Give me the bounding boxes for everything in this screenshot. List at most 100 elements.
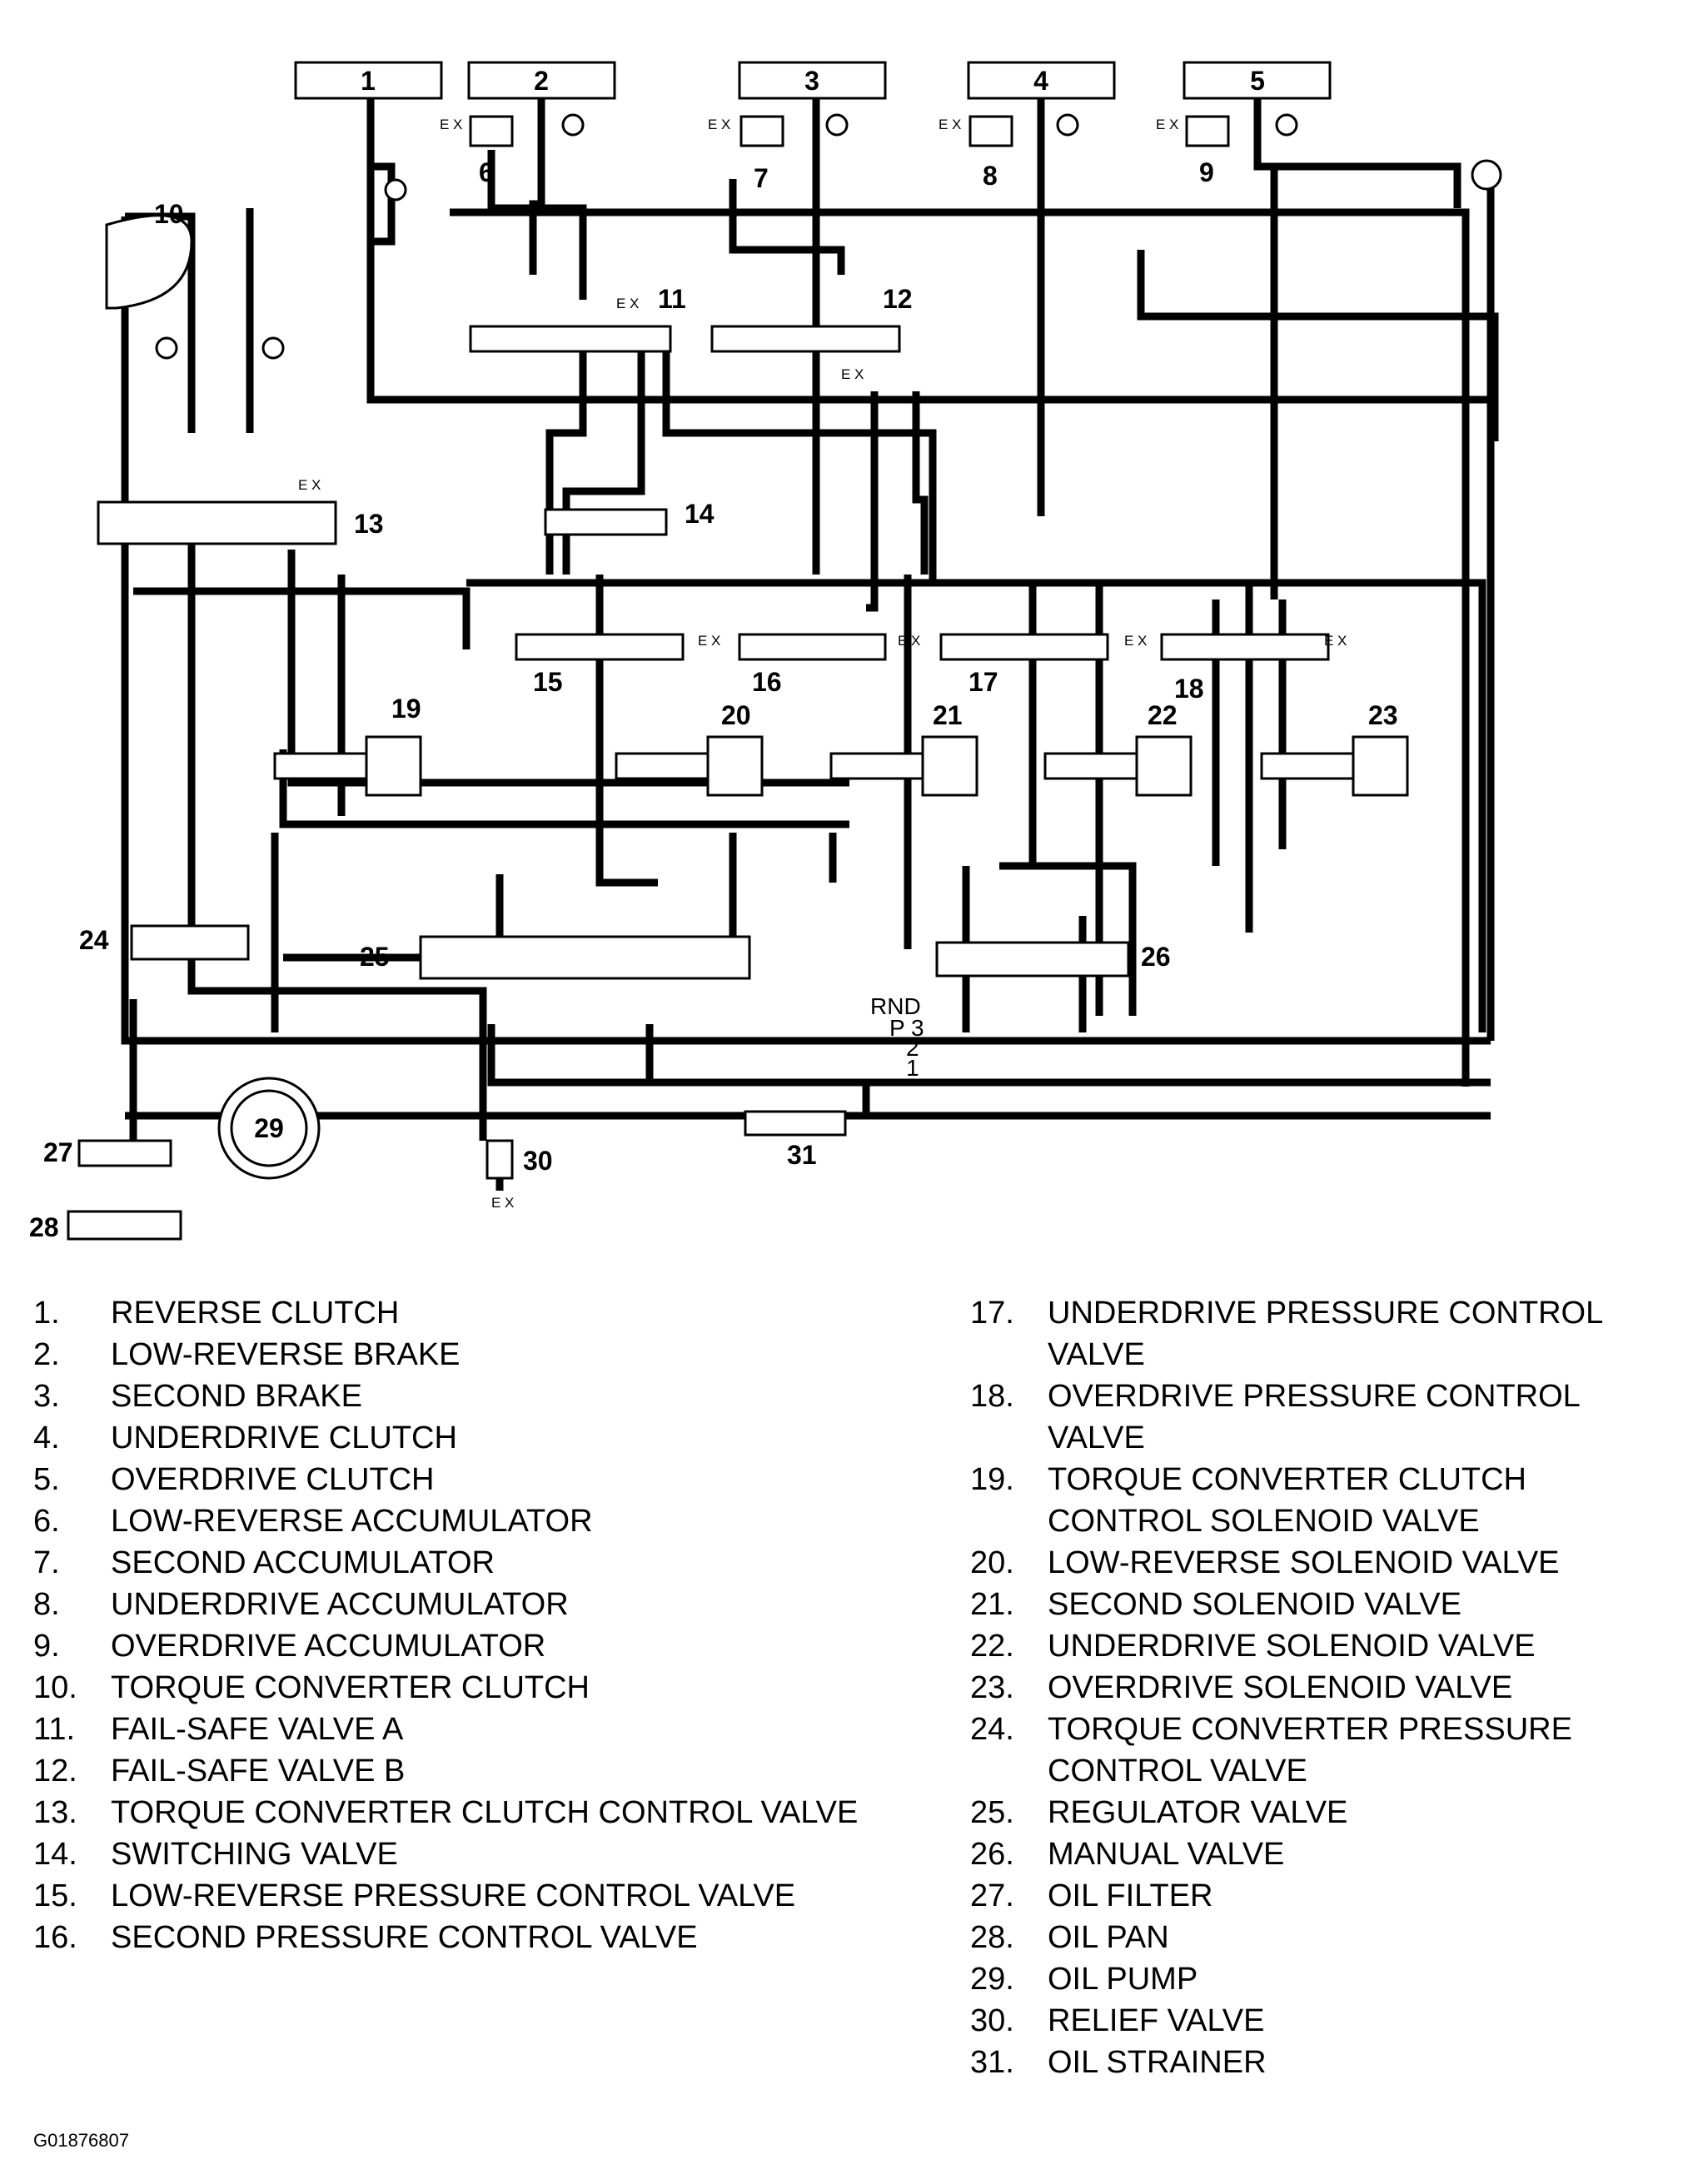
regulator-valve: 25 <box>360 935 751 980</box>
legend-item: 14. SWITCHING VALVE <box>33 1833 941 1875</box>
label-23: 23 <box>1368 700 1398 730</box>
hydraulic-circuit-diagram: 1 2 3 4 5 E X 6 E X 7 <box>29 61 1502 1242</box>
label-13: 13 <box>354 509 384 539</box>
legend-item-number: 21. <box>970 1587 1014 1622</box>
legend-item-text: OVERDRIVE PRESSURE CONTROL VALVE <box>1048 1379 1580 1455</box>
low-reverse-accumulator: E X 6 <box>440 113 585 187</box>
legend-item: 10.TORQUE CONVERTER CLUTCH <box>33 1667 941 1709</box>
legend-item-number: 4. <box>33 1420 60 1455</box>
legend-item-number: 6. <box>33 1504 60 1539</box>
legend-item: 17.UNDERDRIVE PRESSURE CONTROL VALVE <box>970 1292 1678 1376</box>
legend-item-text: LOW-REVERSE ACCUMULATOR <box>111 1504 593 1539</box>
legend-item: 9.OVERDRIVE ACCUMULATOR <box>33 1625 941 1667</box>
legend-item: 21. SECOND SOLENOID VALVE <box>970 1584 1678 1625</box>
legend-item-text: SECOND PRESSURE CONTROL VALVE <box>111 1920 698 1955</box>
legend-item-number: 18. <box>970 1379 1014 1414</box>
label-4: 4 <box>1033 66 1048 96</box>
legend-item-text: FAIL-SAFE VALVE B <box>111 1754 406 1788</box>
legend-item: 26.MANUAL VALVE <box>970 1833 1678 1875</box>
legend-item-number: 14. <box>33 1837 77 1872</box>
label-15: 15 <box>533 667 563 697</box>
legend-item-number: 9. <box>33 1629 60 1664</box>
low-reverse-solenoid-valve: 20 <box>615 700 764 797</box>
solenoid-valves: 19 20 21 22 23 <box>273 694 1409 797</box>
legend-item-number: 28. <box>970 1920 1014 1955</box>
low-reverse-pressure-control-valve: E X 15 <box>515 633 720 697</box>
legend-item-text: LOW-REVERSE PRESSURE CONTROL VALVE <box>111 1878 796 1913</box>
accumulators: E X 6 E X 7 E X 8 E X 9 <box>440 113 1298 193</box>
pressure-sensor-icon <box>1471 159 1502 191</box>
legend-item: 2.LOW-REVERSE BRAKE <box>33 1334 941 1376</box>
label-2: 2 <box>534 66 549 96</box>
label-22: 22 <box>1148 700 1178 730</box>
label-18: 18 <box>1174 674 1204 704</box>
legend-item-text: FAIL-SAFE VALVE A <box>111 1712 404 1747</box>
pressure-gauge-icon <box>561 113 585 137</box>
label-7: 7 <box>754 163 769 193</box>
pressure-gauge-icon <box>1275 113 1298 137</box>
torque-converter-clutch-control-solenoid-valve: 19 <box>273 694 422 797</box>
label-17: 17 <box>968 667 998 697</box>
overdrive-solenoid-valve: 23 <box>1260 700 1409 797</box>
clutch-brake-boxes: 1 2 3 4 5 <box>294 61 1332 100</box>
legend-item-number: 7. <box>33 1545 60 1580</box>
legend-item-number: 20. <box>970 1545 1014 1580</box>
oil-filter: 27 <box>43 1137 172 1167</box>
legend-item-number: 22. <box>970 1629 1014 1664</box>
low-reverse-brake-box: 2 <box>467 61 616 100</box>
overdrive-accumulator: E X 9 <box>1156 113 1298 187</box>
overdrive-pressure-control-valve: E X 18 <box>1160 633 1347 704</box>
oil-strainer: 31 <box>744 1110 847 1170</box>
legend-item-number: 3. <box>33 1379 60 1414</box>
legend-item-text: SECOND SOLENOID VALVE <box>1048 1587 1461 1622</box>
torque-converter-pressure-control-valve: 24 <box>79 924 250 961</box>
legend-item-text: OIL FILTER <box>1048 1878 1213 1913</box>
legend-item: 13.TORQUE CONVERTER CLUTCH CONTROL VALVE <box>33 1792 941 1833</box>
legend-item: 12. FAIL-SAFE VALVE B <box>33 1750 941 1792</box>
legend-item-text: UNDERDRIVE SOLENOID VALVE <box>1048 1629 1536 1664</box>
legend-item: 4.UNDERDRIVE CLUTCH <box>33 1417 941 1459</box>
legend-item-text: TORQUE CONVERTER CLUTCH CONTROL SOLENOID… <box>1048 1462 1526 1539</box>
label-5: 5 <box>1250 66 1265 96</box>
legend-item: 28.OIL PAN <box>970 1917 1678 1958</box>
legend-item-number: 17. <box>970 1296 1014 1331</box>
label-10: 10 <box>154 199 184 229</box>
legend-item-number: 11. <box>33 1712 76 1747</box>
oil-pan: 28 <box>29 1210 182 1242</box>
legend-item-number: 29. <box>970 1962 1014 1997</box>
manual-valve-position-rnd: RND <box>870 993 921 1019</box>
legend-item-text: SECOND ACCUMULATOR <box>111 1545 495 1580</box>
legend-item-number: 12. <box>33 1754 77 1788</box>
label-27: 27 <box>43 1137 73 1167</box>
exhaust-label: E X <box>491 1195 514 1211</box>
underdrive-pressure-control-valve: E X 17 <box>939 633 1147 697</box>
torque-converter-clutch: 10 <box>105 199 193 310</box>
legend-item-text: TORQUE CONVERTER CLUTCH <box>111 1670 590 1705</box>
label-21: 21 <box>933 700 963 730</box>
legend-item-text: SWITCHING VALVE <box>111 1837 398 1872</box>
legend-item-number: 23. <box>970 1670 1014 1705</box>
legend-item-text: RELIEF VALVE <box>1048 2003 1265 2038</box>
fail-safe-valve-a: E X 11 <box>469 284 686 353</box>
legend-item: 8.UNDERDRIVE ACCUMULATOR <box>33 1584 941 1625</box>
exhaust-label: E X <box>898 633 920 649</box>
manual-valve-position-p3: P 3 <box>889 1015 924 1041</box>
legend-item-text: LOW-REVERSE SOLENOID VALVE <box>1048 1545 1560 1580</box>
legend-item-text: UNDERDRIVE ACCUMULATOR <box>111 1587 569 1622</box>
second-solenoid-valve: 21 <box>829 700 978 797</box>
exhaust-label: E X <box>841 366 864 382</box>
legend-item: 7. SECOND ACCUMULATOR <box>33 1542 941 1584</box>
second-brake-box: 3 <box>738 61 887 100</box>
legend-item: 3.SECOND BRAKE <box>33 1376 941 1417</box>
label-19: 19 <box>391 694 421 724</box>
legend-item-number: 16. <box>33 1920 77 1955</box>
manual-valve-position-1: 1 <box>906 1055 919 1081</box>
figure-id: G01876807 <box>33 2130 129 2151</box>
legend-item-number: 30. <box>970 2003 1014 2038</box>
exhaust-label: E X <box>708 117 730 132</box>
label-6: 6 <box>479 157 494 187</box>
legend-item: 27.OIL FILTER <box>970 1875 1678 1917</box>
relief-valve: E X 30 <box>485 1139 553 1211</box>
label-14: 14 <box>685 499 715 529</box>
